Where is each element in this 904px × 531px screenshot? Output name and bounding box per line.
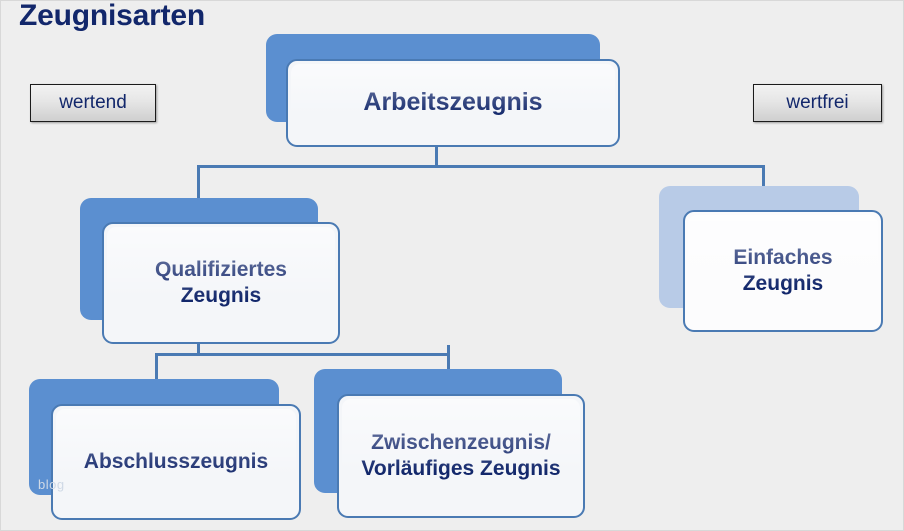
legend-button-wertend[interactable]: wertend	[30, 84, 156, 122]
node-arbeitszeugnis-face[interactable]: Arbeitszeugnis	[286, 59, 620, 147]
node-zwischen-label: Zwischenzeugnis/ Vorläufiges Zeugnis	[351, 430, 570, 483]
node-qualifiziertes-label-line2: Zeugnis	[180, 284, 262, 307]
node-einfaches-label-line2: Zeugnis	[742, 272, 824, 295]
node-einfaches-label: Einfaches Zeugnis	[723, 245, 842, 298]
node-qualifiziertes-label: Qualifiziertes Zeugnis	[145, 257, 297, 310]
connector-level1-bus	[197, 165, 765, 168]
node-zwischenzeugnis[interactable]: Zwischenzeugnis/ Vorläufiges Zeugnis	[314, 369, 585, 518]
connector-to-zwischen	[447, 345, 450, 373]
connector-level2-bus	[155, 353, 450, 356]
legend-button-wertend-label: wertend	[59, 92, 127, 113]
node-zwischen-label-line2: Vorläufiges Zeugnis	[361, 457, 561, 480]
node-arbeitszeugnis[interactable]: Arbeitszeugnis	[266, 34, 620, 147]
node-qualifiziertes-label-line1: Qualifiziertes	[155, 257, 287, 281]
connector-to-abschluss	[155, 353, 158, 383]
legend-button-wertfrei-label: wertfrei	[786, 92, 849, 113]
node-einfaches-zeugnis[interactable]: Einfaches Zeugnis	[659, 186, 883, 332]
connector-to-qualifiziertes	[197, 165, 200, 201]
node-einfaches-face[interactable]: Einfaches Zeugnis	[683, 210, 883, 332]
node-qualifiziertes-zeugnis[interactable]: Qualifiziertes Zeugnis	[80, 198, 340, 344]
node-einfaches-label-line1: Einfaches	[733, 245, 833, 269]
node-abschluss-face[interactable]: Abschlusszeugnis	[51, 404, 301, 520]
watermark-text: blog	[38, 477, 65, 492]
page-title: Zeugnisarten	[19, 0, 205, 32]
node-abschlusszeugnis[interactable]: Abschlusszeugnis	[29, 379, 301, 520]
node-arbeitszeugnis-label: Arbeitszeugnis	[363, 88, 543, 117]
node-zwischen-label-line1: Zwischenzeugnis/	[371, 430, 551, 454]
connector-to-einfaches	[762, 165, 765, 189]
node-qualifiziertes-face[interactable]: Qualifiziertes Zeugnis	[102, 222, 340, 344]
node-abschluss-label: Abschlusszeugnis	[83, 449, 269, 473]
legend-button-wertfrei[interactable]: wertfrei	[753, 84, 882, 122]
node-zwischen-face[interactable]: Zwischenzeugnis/ Vorläufiges Zeugnis	[337, 394, 585, 518]
